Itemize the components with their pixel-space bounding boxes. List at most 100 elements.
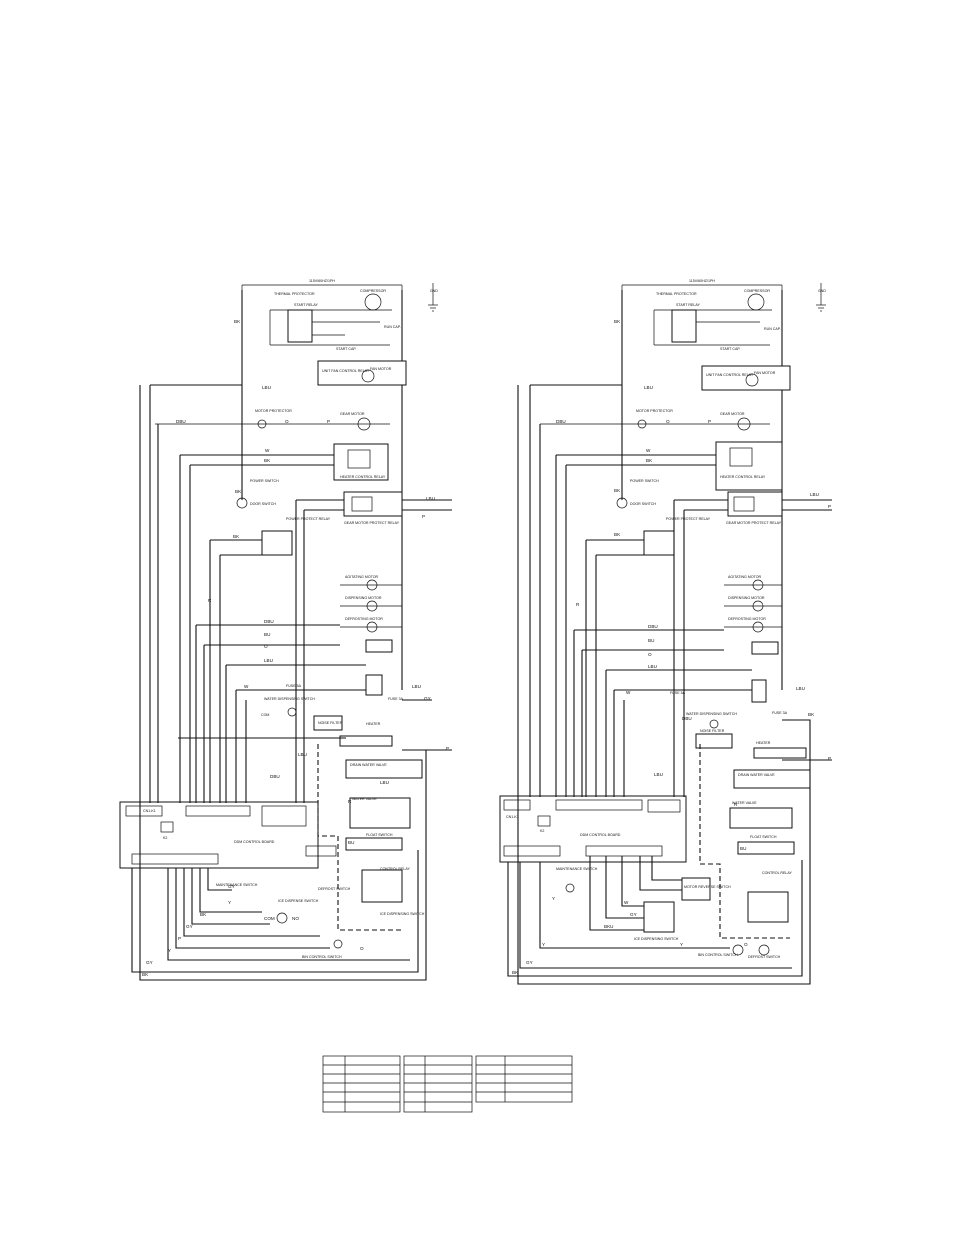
right-wire-label-bk2: BK [646,458,653,463]
right-board-connector-k3 [647,799,681,813]
right-wire-label-dbu2: DBU [648,624,658,629]
left-wire-label-gy: GY [424,696,431,701]
right-fuse-5a [751,641,779,655]
left-wire-label-lbu3: LBU [264,658,273,663]
left-wire-label-bk3: BK [235,489,242,494]
left-control-relay-box [361,869,403,903]
left-board-connector-k3 [261,805,307,827]
right-wire-label-lbu: LBU [644,385,653,390]
right-noise-filter-label: NOISE FILTER [700,729,725,733]
left-fuse-5a [365,639,393,653]
right-bin-control-switch-label: BIN CONTROL SWITCH [698,953,738,957]
right-wire-label-r2: R [734,802,738,807]
right-defrost-switch-label: DEFROST SWITCH [748,955,781,959]
right-control-relay-label: CONTROL RELAY [762,871,793,875]
right-dispensing-motor-label: DISPENSING MOTOR [728,596,765,600]
right-ice-dispensing-box [643,901,675,933]
left-drain-valve-label: DRAIN WATER VALVE [350,763,387,767]
right-board-cn1-label: CN1-K1 [506,815,519,819]
right-wire-label-gy: GY [526,960,533,965]
left-wire-label-p4: P [178,936,181,941]
left-wire-label-dbu2: DBU [264,619,274,624]
left-start-cap-label: START CAP. [336,347,356,351]
right-fuse-3a [751,679,767,703]
right-wire-label-w: W [646,448,651,453]
left-door-switch-label: DOOR SWITCH [250,502,276,506]
left-wire-label-o: O [285,419,289,424]
right-heater-box [753,747,807,759]
left-fan-motor-icon [361,369,375,383]
right-start-relay-box [671,309,697,343]
left-defrost-switch-label: DEFROST SWITCH [318,887,351,891]
right-fan-motor-label: FAN MOTOR [754,371,776,375]
left-agitating-motor-label: AGITATING MOTOR [345,575,379,579]
right-wire-label-o3: O [744,942,748,947]
right-motor-protector-label: MOTOR PROTECTOR [636,409,673,413]
left-float-switch-label: FLOAT SWITCH [366,833,393,837]
left-run-cap-label: RUN CAP. [384,325,401,329]
right-wire-label-y2: Y [542,942,545,947]
left-wire-label-lbu6: LBU [380,780,389,785]
left-wire-label-dbu: DBU [176,419,186,424]
right-noise-filter-box [695,733,733,749]
left-gear-motor-protect-relay-label: GEAR MOTOR PROTECT RELAY [344,521,400,525]
left-heater-label: HEATER [366,722,381,726]
left-wire-label-r2: R [348,799,352,804]
left-wire-label-lbu5: LBU [298,752,307,757]
left-bin-control-switch-icon [276,912,288,924]
right-door-switch-label: DOOR SWITCH [630,502,656,506]
left-wire-label-bk5: BK [200,912,207,917]
left-door-switch-icon [236,497,248,509]
left-wire-label-o2: O [264,644,268,649]
left-supply-label: 115V/60HZ/1PH [309,279,335,283]
right-gear-motor-protect-relay-label: GEAR MOTOR PROTECT RELAY [726,521,782,525]
right-gear-motor-label: GEAR MOTOR [720,412,745,416]
left-board-connector-k2 [185,805,251,817]
left-gear-motor-protect-relay-box [343,491,403,517]
left-wire-label-bu: BU [264,632,270,637]
right-gear-motor-protect-relay-box [727,491,783,517]
left-noise-filter-box [313,715,343,731]
right-fuse-5a-label: FUSE 5A [670,691,686,695]
left-dispensing-motor-label: DISPENSING MOTOR [345,596,382,600]
left-wire-label-gy4: GY [146,960,153,965]
right-wire-label-bu2: BU [740,846,746,851]
left-wire-label-bk2: BK [264,458,271,463]
left-control-relay-label: CONTROL RELAY [380,867,411,871]
left-water-valve-label: WATER VALVE [352,797,377,801]
right-wire-label-lbu4: LBU [796,686,805,691]
right-wire-label-bk5: BK [808,712,815,717]
right-ground-label: GND [818,289,826,293]
right-defrost-switch-icon [758,944,770,956]
wire-color-legend-table [322,1055,573,1113]
right-power-protect-relay-box [643,530,675,556]
left-com-label-2: COM [264,916,275,921]
left-wiring-diagram: 115V/60HZ/1PH GND THERMAL PROTECTOR COMP… [119,279,452,981]
right-supply-label: 115V/60HZ/1PH [689,279,715,283]
left-power-switch-label: POWER SWITCH [250,479,279,483]
right-float-switch-box [737,841,795,855]
left-defrosting-motor-label: DEFROSTING MOTOR [345,617,383,621]
left-ground-icon [428,283,438,312]
right-wire-label-bk4: BK [614,532,621,537]
left-board-k2-label: K2 [163,836,167,840]
right-wire-label-bu: BU [648,638,654,643]
right-water-dispensing-switch-icon [709,719,719,729]
left-water-valve-box [349,797,411,829]
left-ddm-control-board [119,801,319,869]
left-fan-motor-box [317,360,407,386]
left-wire-label-dbu3: DBU [270,774,280,779]
left-wire-label-bu2: BU [348,840,354,845]
right-bin-control-switch-icon [732,944,744,956]
left-wire-label-lbu2: LBU [426,496,435,501]
right-control-relay-box [747,891,789,923]
right-motor-reverse-switch-box [681,877,711,901]
right-start-relay-label: START RELAY [676,303,701,307]
left-fan-motor-label: FAN MOTOR [370,367,392,371]
right-wire-label-gy2: GY [630,912,637,917]
right-ice-dispensing-switch-label: ICE DISPENSING SWITCH [634,937,679,941]
left-noise-filter-label: NOISE FILTER [318,721,343,725]
right-wire-label-o: O [666,419,670,424]
